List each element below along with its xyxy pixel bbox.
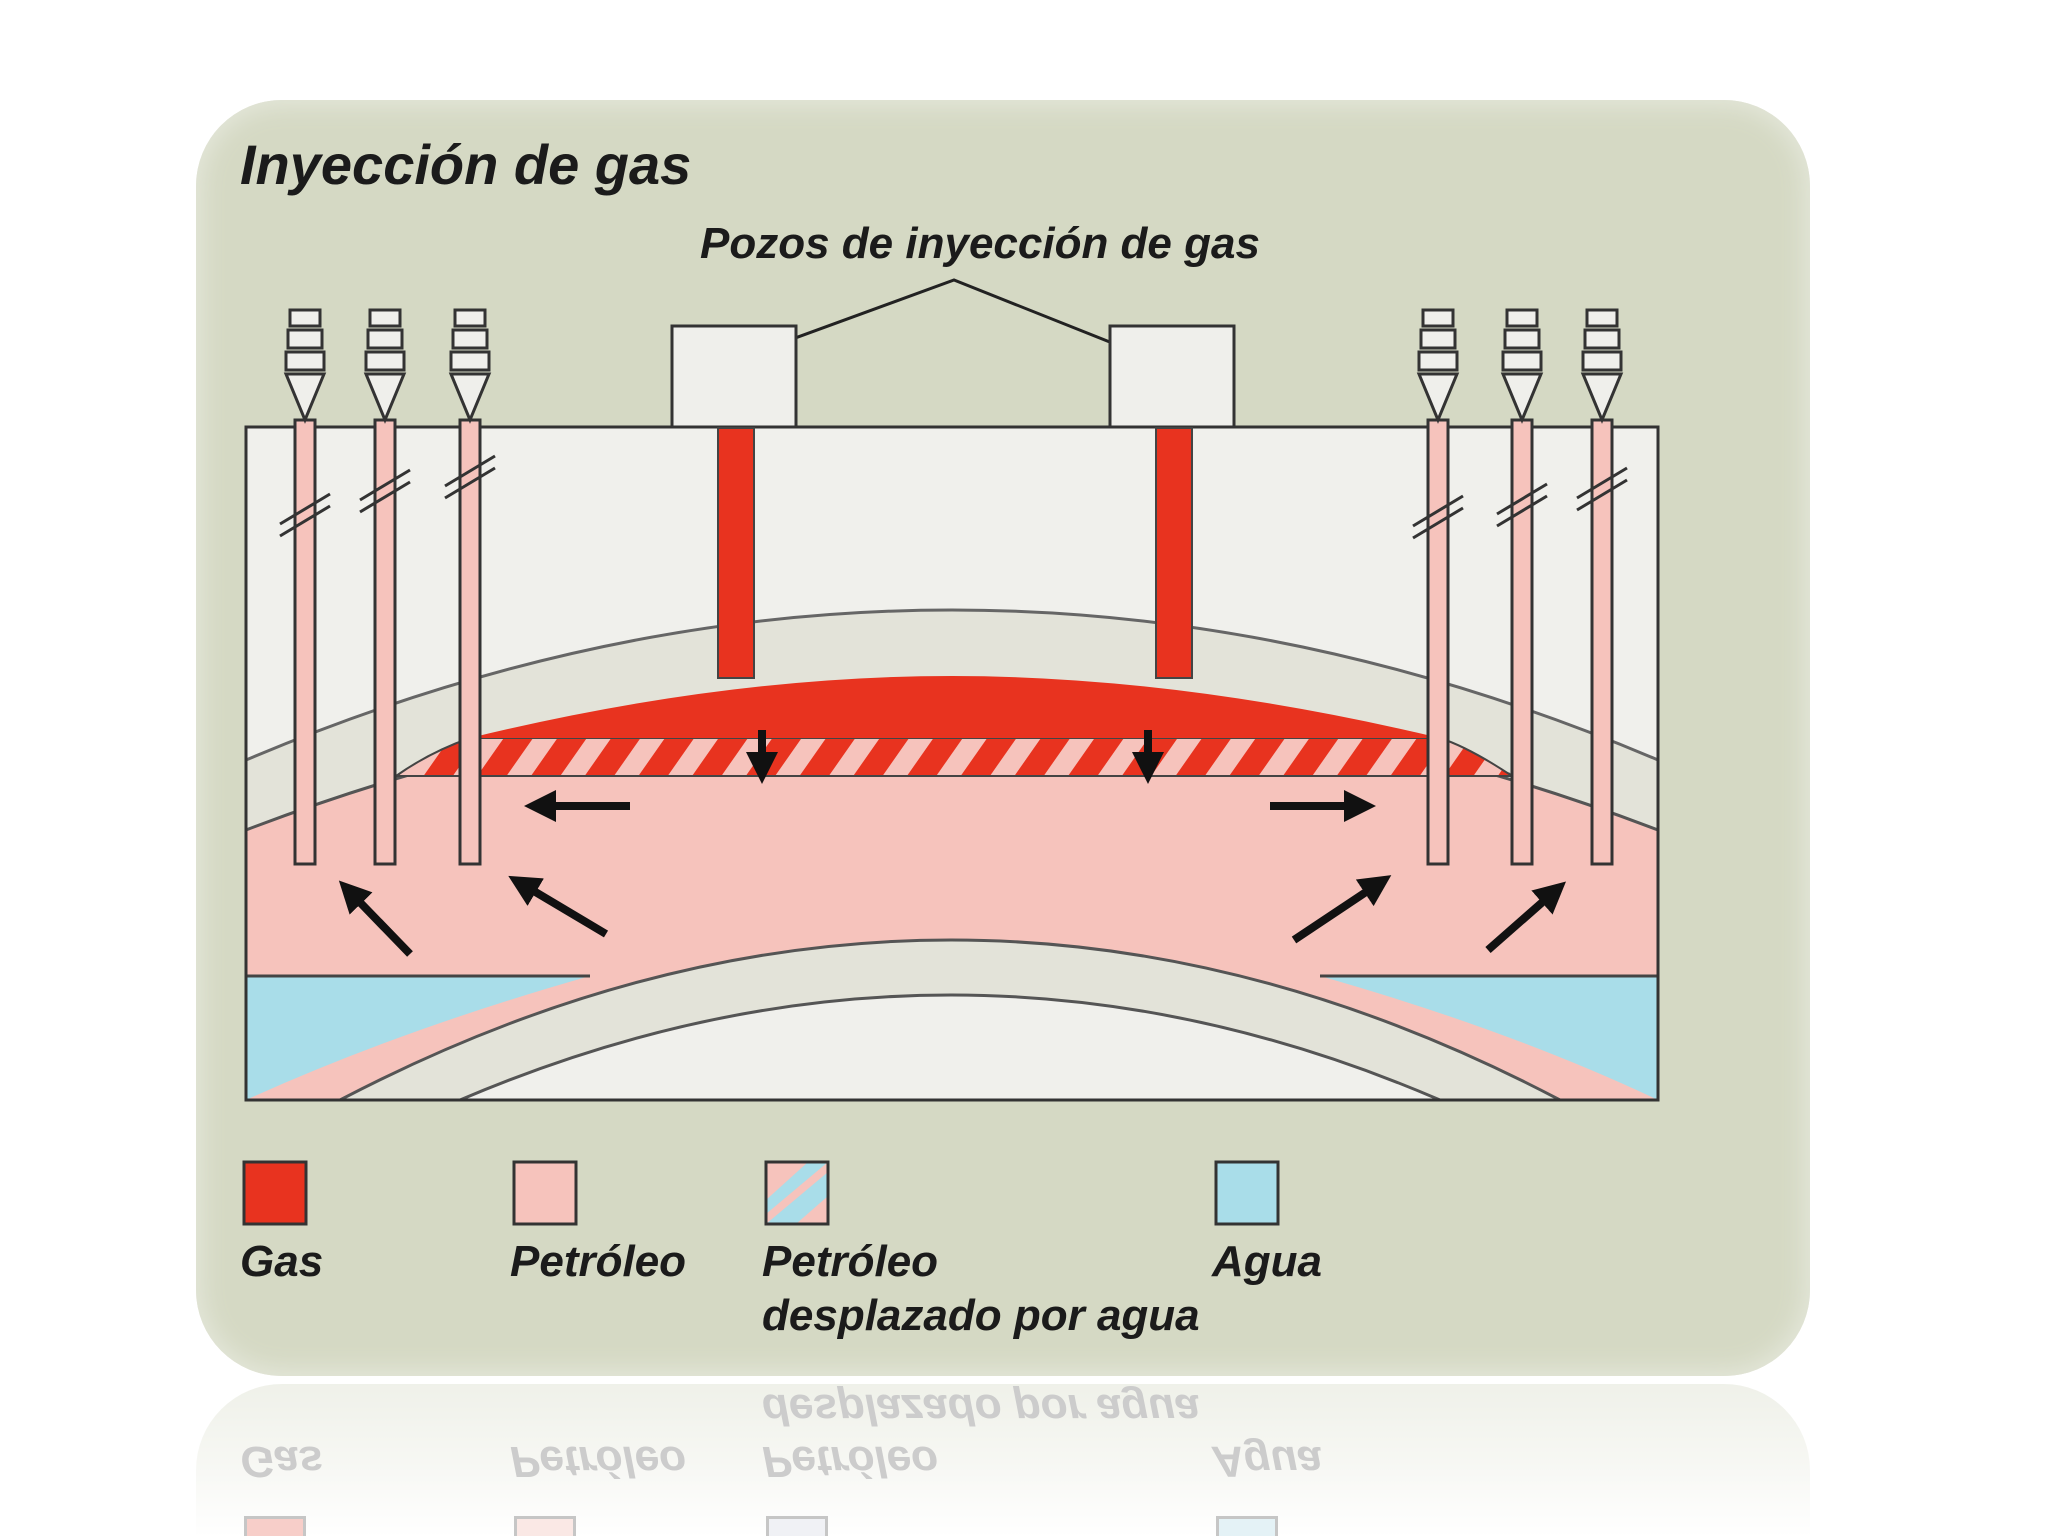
rock-layer-base (459, 993, 1441, 1100)
card-reflection: desplazado por agua Gas Petróleo Petróle… (196, 1384, 1810, 1536)
production-well (279, 308, 331, 866)
production-well (1496, 308, 1548, 866)
legend-label-displaced-oil: Petróleo (762, 1237, 938, 1286)
production-well (359, 308, 411, 866)
legend-swatch-water (1214, 1160, 1280, 1226)
reflection-text-displaced-oil: Petróleo (762, 1437, 939, 1486)
flow-arrow (1485, 881, 1567, 954)
flow-arrow (508, 875, 609, 938)
transition-hatch-zone (392, 737, 1516, 777)
wells-label: Pozos de inyección de gas (700, 219, 1260, 268)
gas-injection-diagram: Inyección de gas Pozos de inyección de g… (240, 133, 1660, 1340)
reflection-swatch-displaced-oil (766, 1516, 828, 1536)
reflection-text-gas: Gas (240, 1437, 324, 1486)
reflection-swatch-oil (514, 1516, 576, 1536)
diagram-title: Inyección de gas (240, 133, 691, 196)
production-well (444, 308, 496, 866)
legend: Gas Petróleo Petróleo desplazado por agu… (240, 1160, 1322, 1340)
reflection-text-oil: Petróleo (510, 1437, 687, 1486)
flow-arrow (338, 880, 413, 957)
injection-wellhead-left (670, 324, 798, 430)
reflection-text-displaced: desplazado por agua (762, 1385, 1200, 1434)
injection-pipe-left (717, 427, 755, 679)
legend-label-water: Agua (1211, 1237, 1322, 1286)
legend-swatch-gas (242, 1160, 308, 1226)
oil-flow-arrows (338, 790, 1567, 957)
production-wells-right (1412, 308, 1628, 866)
legend-label-gas: Gas (240, 1237, 323, 1286)
flow-arrow (1291, 875, 1392, 944)
legend-label-oil: Petróleo (510, 1237, 686, 1286)
legend-label-displaced-oil-line2: desplazado por agua (762, 1291, 1200, 1340)
water-zone-left (246, 976, 590, 1100)
reflection-swatch-gas (244, 1516, 306, 1536)
legend-swatch-displaced-oil (764, 1160, 830, 1226)
water-zone-right (1320, 976, 1658, 1100)
production-wells-left (279, 308, 496, 866)
reflection-swatch-water (1216, 1516, 1278, 1536)
production-well (1576, 308, 1628, 866)
production-well (1412, 308, 1464, 866)
injection-wellhead-right (1108, 324, 1236, 430)
reflection-text-water: Agua (1212, 1437, 1322, 1486)
legend-swatch-oil (512, 1160, 578, 1226)
wells-pointer-line (734, 278, 1171, 368)
injection-pipe-right (1155, 427, 1193, 679)
